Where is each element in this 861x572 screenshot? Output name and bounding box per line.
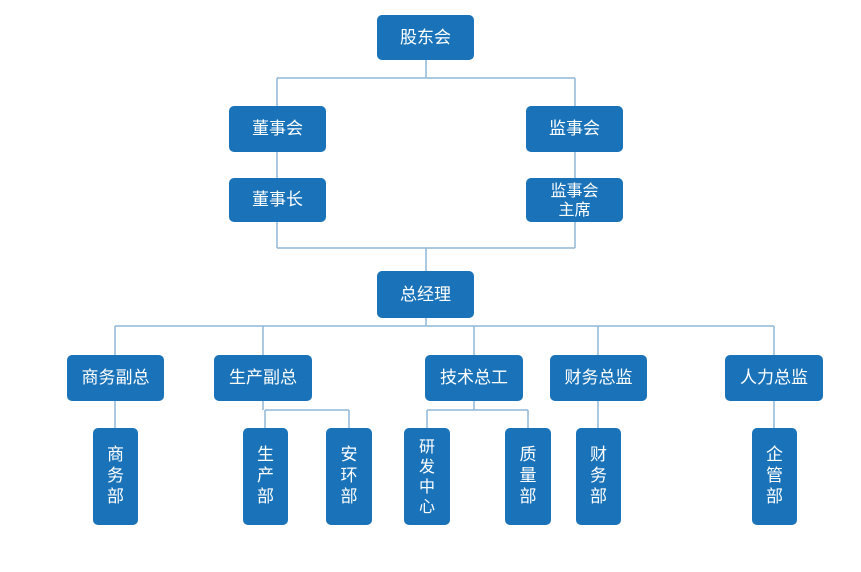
node-label-char: 管 [766, 466, 783, 486]
node-supervisory-chair[interactable]: 监事会 主席 [526, 178, 623, 222]
node-supervisory-board[interactable]: 监事会 [526, 106, 623, 152]
node-label-char: 研 [418, 436, 435, 456]
node-label-char: 部 [107, 487, 124, 507]
node-label-char: 环 [340, 466, 358, 486]
node-label-char: 量 [519, 466, 537, 486]
node-label-char: 务 [107, 466, 124, 486]
node-label-char: 部 [340, 487, 358, 507]
node-quality-dept[interactable]: 质 量 部 [505, 428, 551, 525]
node-label-char: 部 [766, 487, 783, 507]
node-label-line: 监事会 [550, 181, 599, 200]
node-label: 股东会 [400, 27, 451, 48]
node-management-dept[interactable]: 企 管 部 [752, 428, 797, 525]
node-label: 技术总工 [440, 368, 508, 388]
node-board[interactable]: 董事会 [229, 106, 326, 152]
node-hr-director[interactable]: 人力总监 [725, 355, 823, 401]
node-general-manager[interactable]: 总经理 [377, 271, 474, 318]
node-label-char: 中 [418, 476, 435, 496]
node-safety-env-dept[interactable]: 安 环 部 [326, 428, 372, 525]
connector-shareholders [276, 60, 576, 106]
node-label-char: 心 [418, 496, 435, 516]
node-label-char: 安 [340, 445, 358, 465]
connector-to-general-manager [276, 222, 576, 271]
node-label-char: 部 [257, 487, 274, 507]
node-label-char: 企 [766, 445, 783, 465]
node-vp-business[interactable]: 商务副总 [67, 355, 164, 401]
node-rd-center[interactable]: 研 发 中 心 [404, 428, 450, 525]
node-label: 生产副总 [229, 368, 297, 388]
node-label: 商务副总 [81, 368, 150, 388]
node-label: 人力总监 [740, 368, 808, 388]
node-finance-dept[interactable]: 财 务 部 [576, 428, 621, 525]
node-label: 董事会 [252, 119, 303, 139]
node-label-char: 部 [519, 487, 537, 507]
node-finance-director[interactable]: 财务总监 [550, 355, 647, 401]
node-chief-engineer[interactable]: 技术总工 [425, 355, 523, 401]
node-label-char: 产 [257, 466, 274, 486]
node-label-char: 生 [257, 445, 274, 465]
node-chairman[interactable]: 董事长 [229, 178, 326, 222]
node-label: 财务总监 [564, 368, 633, 388]
node-label-char: 商 [107, 445, 124, 465]
node-label: 监事会 [549, 119, 600, 139]
node-production-dept[interactable]: 生 产 部 [243, 428, 288, 525]
connector-to-vps [114, 318, 775, 355]
connector-tech [426, 401, 529, 428]
node-label: 董事长 [252, 190, 303, 210]
node-business-dept[interactable]: 商 务 部 [93, 428, 138, 525]
node-label-char: 质 [519, 445, 537, 465]
node-label-char: 财 [590, 445, 607, 465]
node-label-char: 发 [418, 456, 435, 476]
node-label-line: 主席 [558, 200, 591, 219]
node-label-char: 部 [590, 487, 607, 507]
node-label: 总经理 [400, 284, 451, 305]
connector-production [262, 401, 350, 428]
node-shareholders[interactable]: 股东会 [377, 15, 474, 60]
node-label-char: 务 [590, 466, 607, 486]
node-vp-production[interactable]: 生产副总 [214, 355, 312, 401]
